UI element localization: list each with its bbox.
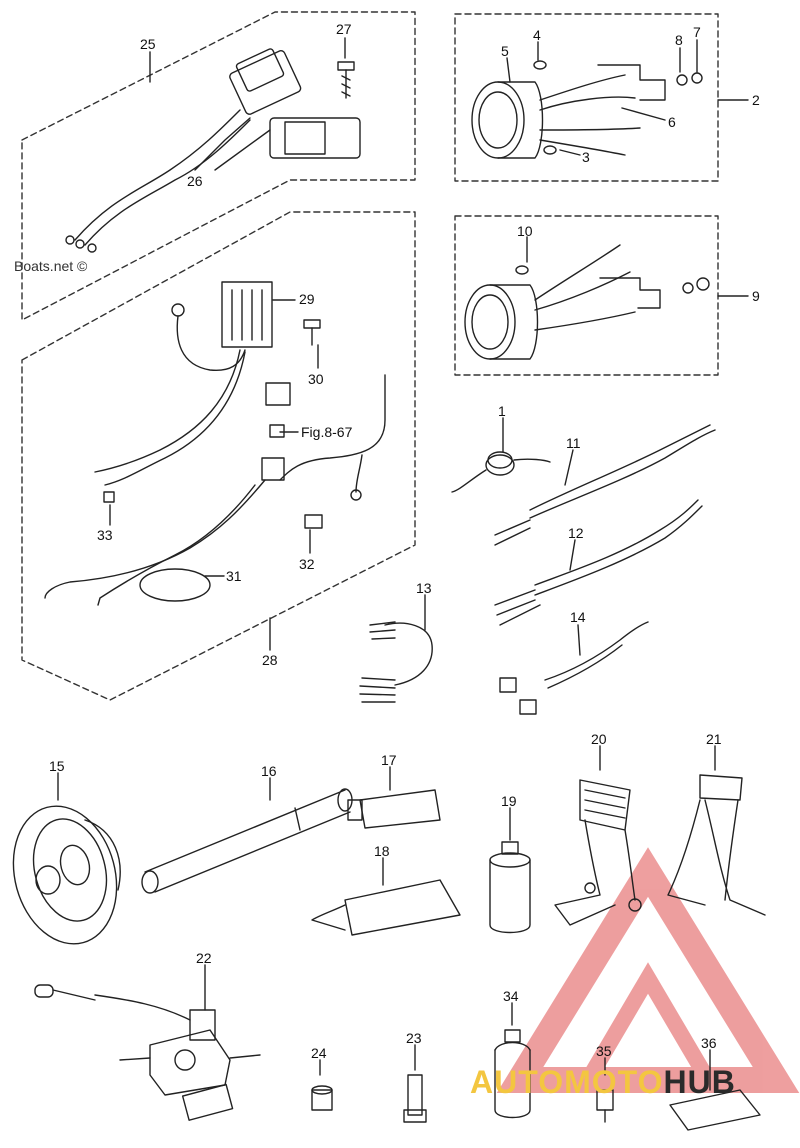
part-21-stand [667, 774, 766, 916]
label-29: 29 [299, 291, 315, 307]
label-fig-8-67: Fig.8-67 [301, 424, 353, 440]
part-12-cable [494, 499, 703, 626]
label-1: 1 [498, 403, 506, 419]
part-13-connector [359, 621, 433, 703]
label-21: 21 [706, 731, 722, 747]
label-23: 23 [406, 1030, 422, 1046]
part-20-stand [554, 779, 642, 926]
label-36: 36 [701, 1035, 717, 1051]
label-34: 34 [503, 988, 519, 1004]
part-36-pad [669, 1089, 761, 1131]
part-14-cable [499, 621, 649, 715]
label-7: 7 [693, 24, 701, 40]
part-18-sealant [311, 879, 461, 936]
group-box-25 [21, 11, 416, 321]
label-6: 6 [668, 114, 676, 130]
label-20: 20 [591, 731, 607, 747]
label-4: 4 [533, 27, 541, 43]
part-27-screw [337, 61, 355, 99]
label-31: 31 [226, 568, 242, 584]
part-28-harness [44, 281, 386, 606]
part-5-gauge [471, 60, 703, 159]
group-box-2 [454, 13, 719, 182]
label-28: 28 [262, 652, 278, 668]
automotohub-logo-text: AUTOMOTOHUB [470, 1064, 736, 1100]
automotohub-logo-mark [496, 847, 800, 1093]
label-27: 27 [336, 21, 352, 37]
label-33: 33 [97, 527, 113, 543]
part-23-valve [403, 1074, 427, 1123]
part-17-grease [347, 789, 441, 829]
part-16-tube [141, 788, 353, 894]
label-24: 24 [311, 1045, 327, 1061]
label-3: 3 [582, 149, 590, 165]
label-25: 25 [140, 36, 156, 52]
part-9-gauge [464, 244, 710, 360]
part-15-flywheel [12, 805, 121, 945]
part-1-spring [451, 451, 551, 493]
part-19-can [489, 841, 531, 934]
label-15: 15 [49, 758, 65, 774]
label-22: 22 [196, 950, 212, 966]
label-9: 9 [752, 288, 760, 304]
part-35-plug [596, 1089, 614, 1123]
label-8: 8 [675, 32, 683, 48]
label-32: 32 [299, 556, 315, 572]
label-5: 5 [501, 43, 509, 59]
label-30: 30 [308, 371, 324, 387]
label-14: 14 [570, 609, 586, 625]
label-12: 12 [568, 525, 584, 541]
label-26: 26 [187, 173, 203, 189]
label-17: 17 [381, 752, 397, 768]
part-22-pump [34, 984, 261, 1121]
watermark-text: Boats.net © [14, 258, 88, 274]
part-26-coils [65, 48, 361, 253]
part-11-cable [494, 424, 716, 546]
part-24-fitting [311, 1085, 333, 1111]
label-16: 16 [261, 763, 277, 779]
label-2: 2 [752, 92, 760, 108]
label-19: 19 [501, 793, 517, 809]
label-10: 10 [517, 223, 533, 239]
label-13: 13 [416, 580, 432, 596]
label-11: 11 [566, 435, 581, 451]
label-18: 18 [374, 843, 390, 859]
part-34-bottle [494, 1029, 531, 1119]
group-box-28 [21, 211, 416, 701]
label-35: 35 [596, 1043, 612, 1059]
